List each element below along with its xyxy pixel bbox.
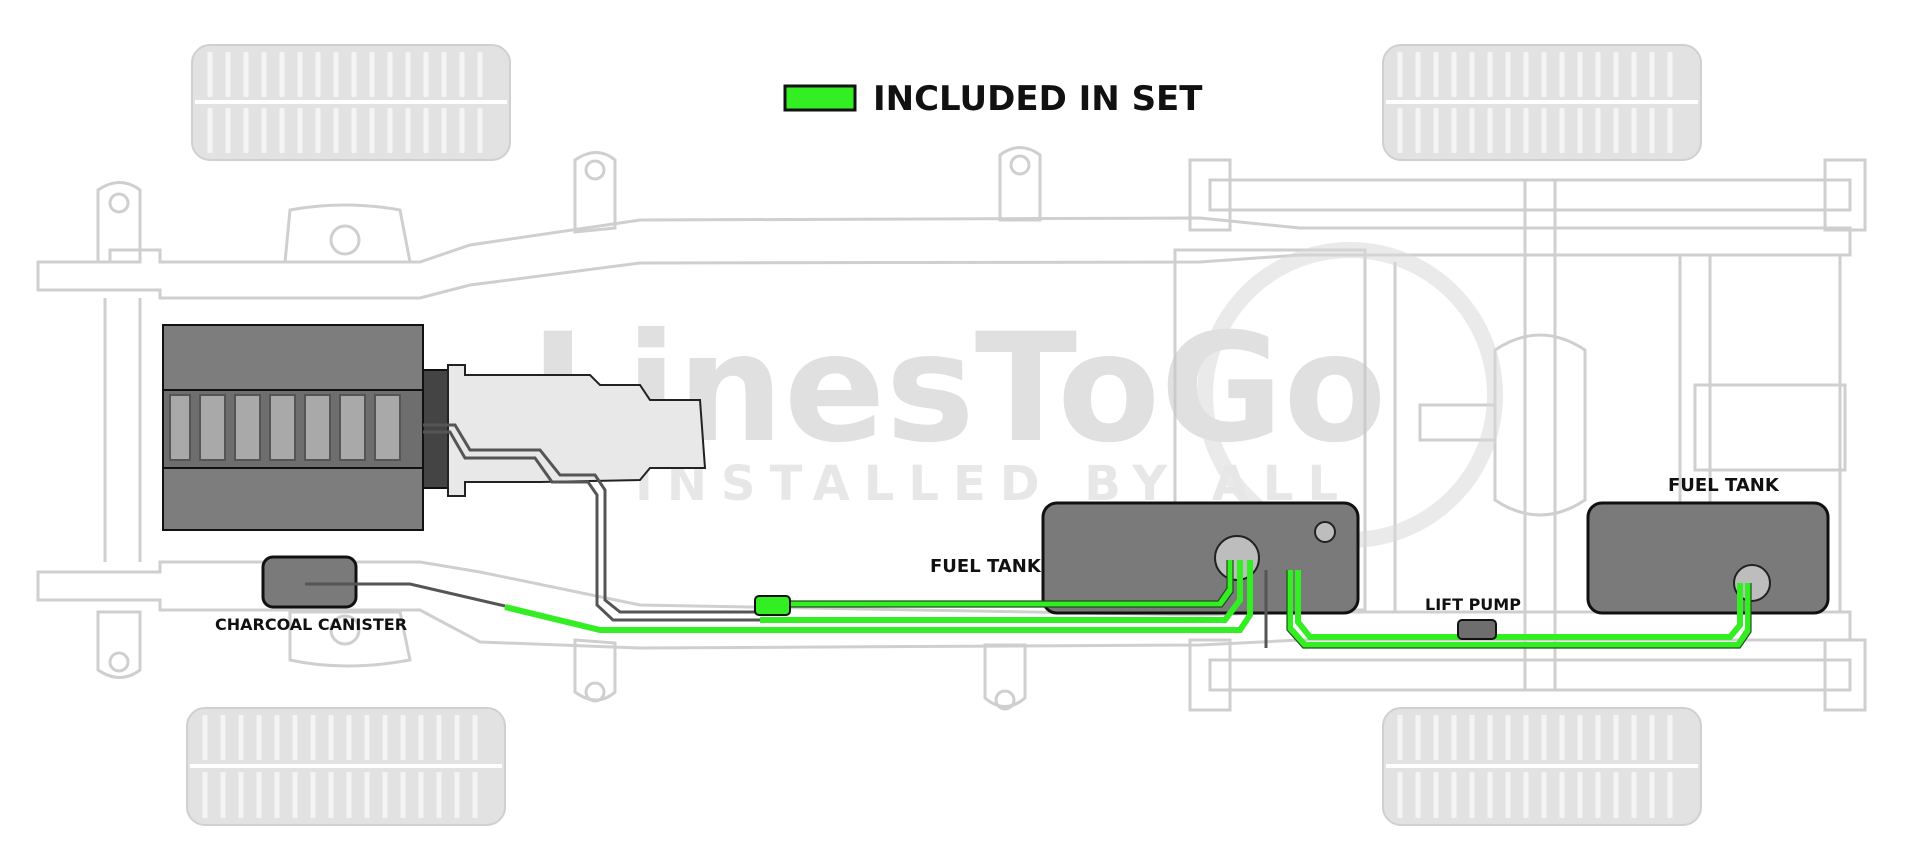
fuel-tank-main-label: FUEL TANK <box>930 556 1042 577</box>
fuel-tank-rear <box>1586 501 1830 615</box>
tire-front-left <box>191 44 511 161</box>
engine <box>162 324 449 531</box>
lift-pump <box>1457 619 1497 640</box>
fuel-tank-rear-label: FUEL TANK <box>1668 475 1780 496</box>
line-connector <box>754 595 791 616</box>
legend: INCLUDED IN SET <box>783 79 1203 119</box>
included-lines <box>504 560 1751 648</box>
tire-rear-right <box>1382 707 1702 826</box>
charcoal-canister <box>261 555 358 609</box>
transmission <box>447 364 707 497</box>
tire-front-right <box>186 707 506 826</box>
fuel-tank-main <box>1041 501 1360 615</box>
watermark: LinesToGo INSTALLED BY ALL <box>530 242 1503 548</box>
legend-swatch <box>783 84 857 112</box>
chassis-frame <box>36 146 1867 712</box>
existing-lines <box>305 423 1268 648</box>
lift-pump-label: LIFT PUMP <box>1425 595 1521 614</box>
tire-rear-left <box>1382 44 1702 161</box>
charcoal-canister-label: CHARCOAL CANISTER <box>215 615 407 634</box>
included-lines-outline <box>760 560 1752 649</box>
legend-label: INCLUDED IN SET <box>873 79 1203 119</box>
